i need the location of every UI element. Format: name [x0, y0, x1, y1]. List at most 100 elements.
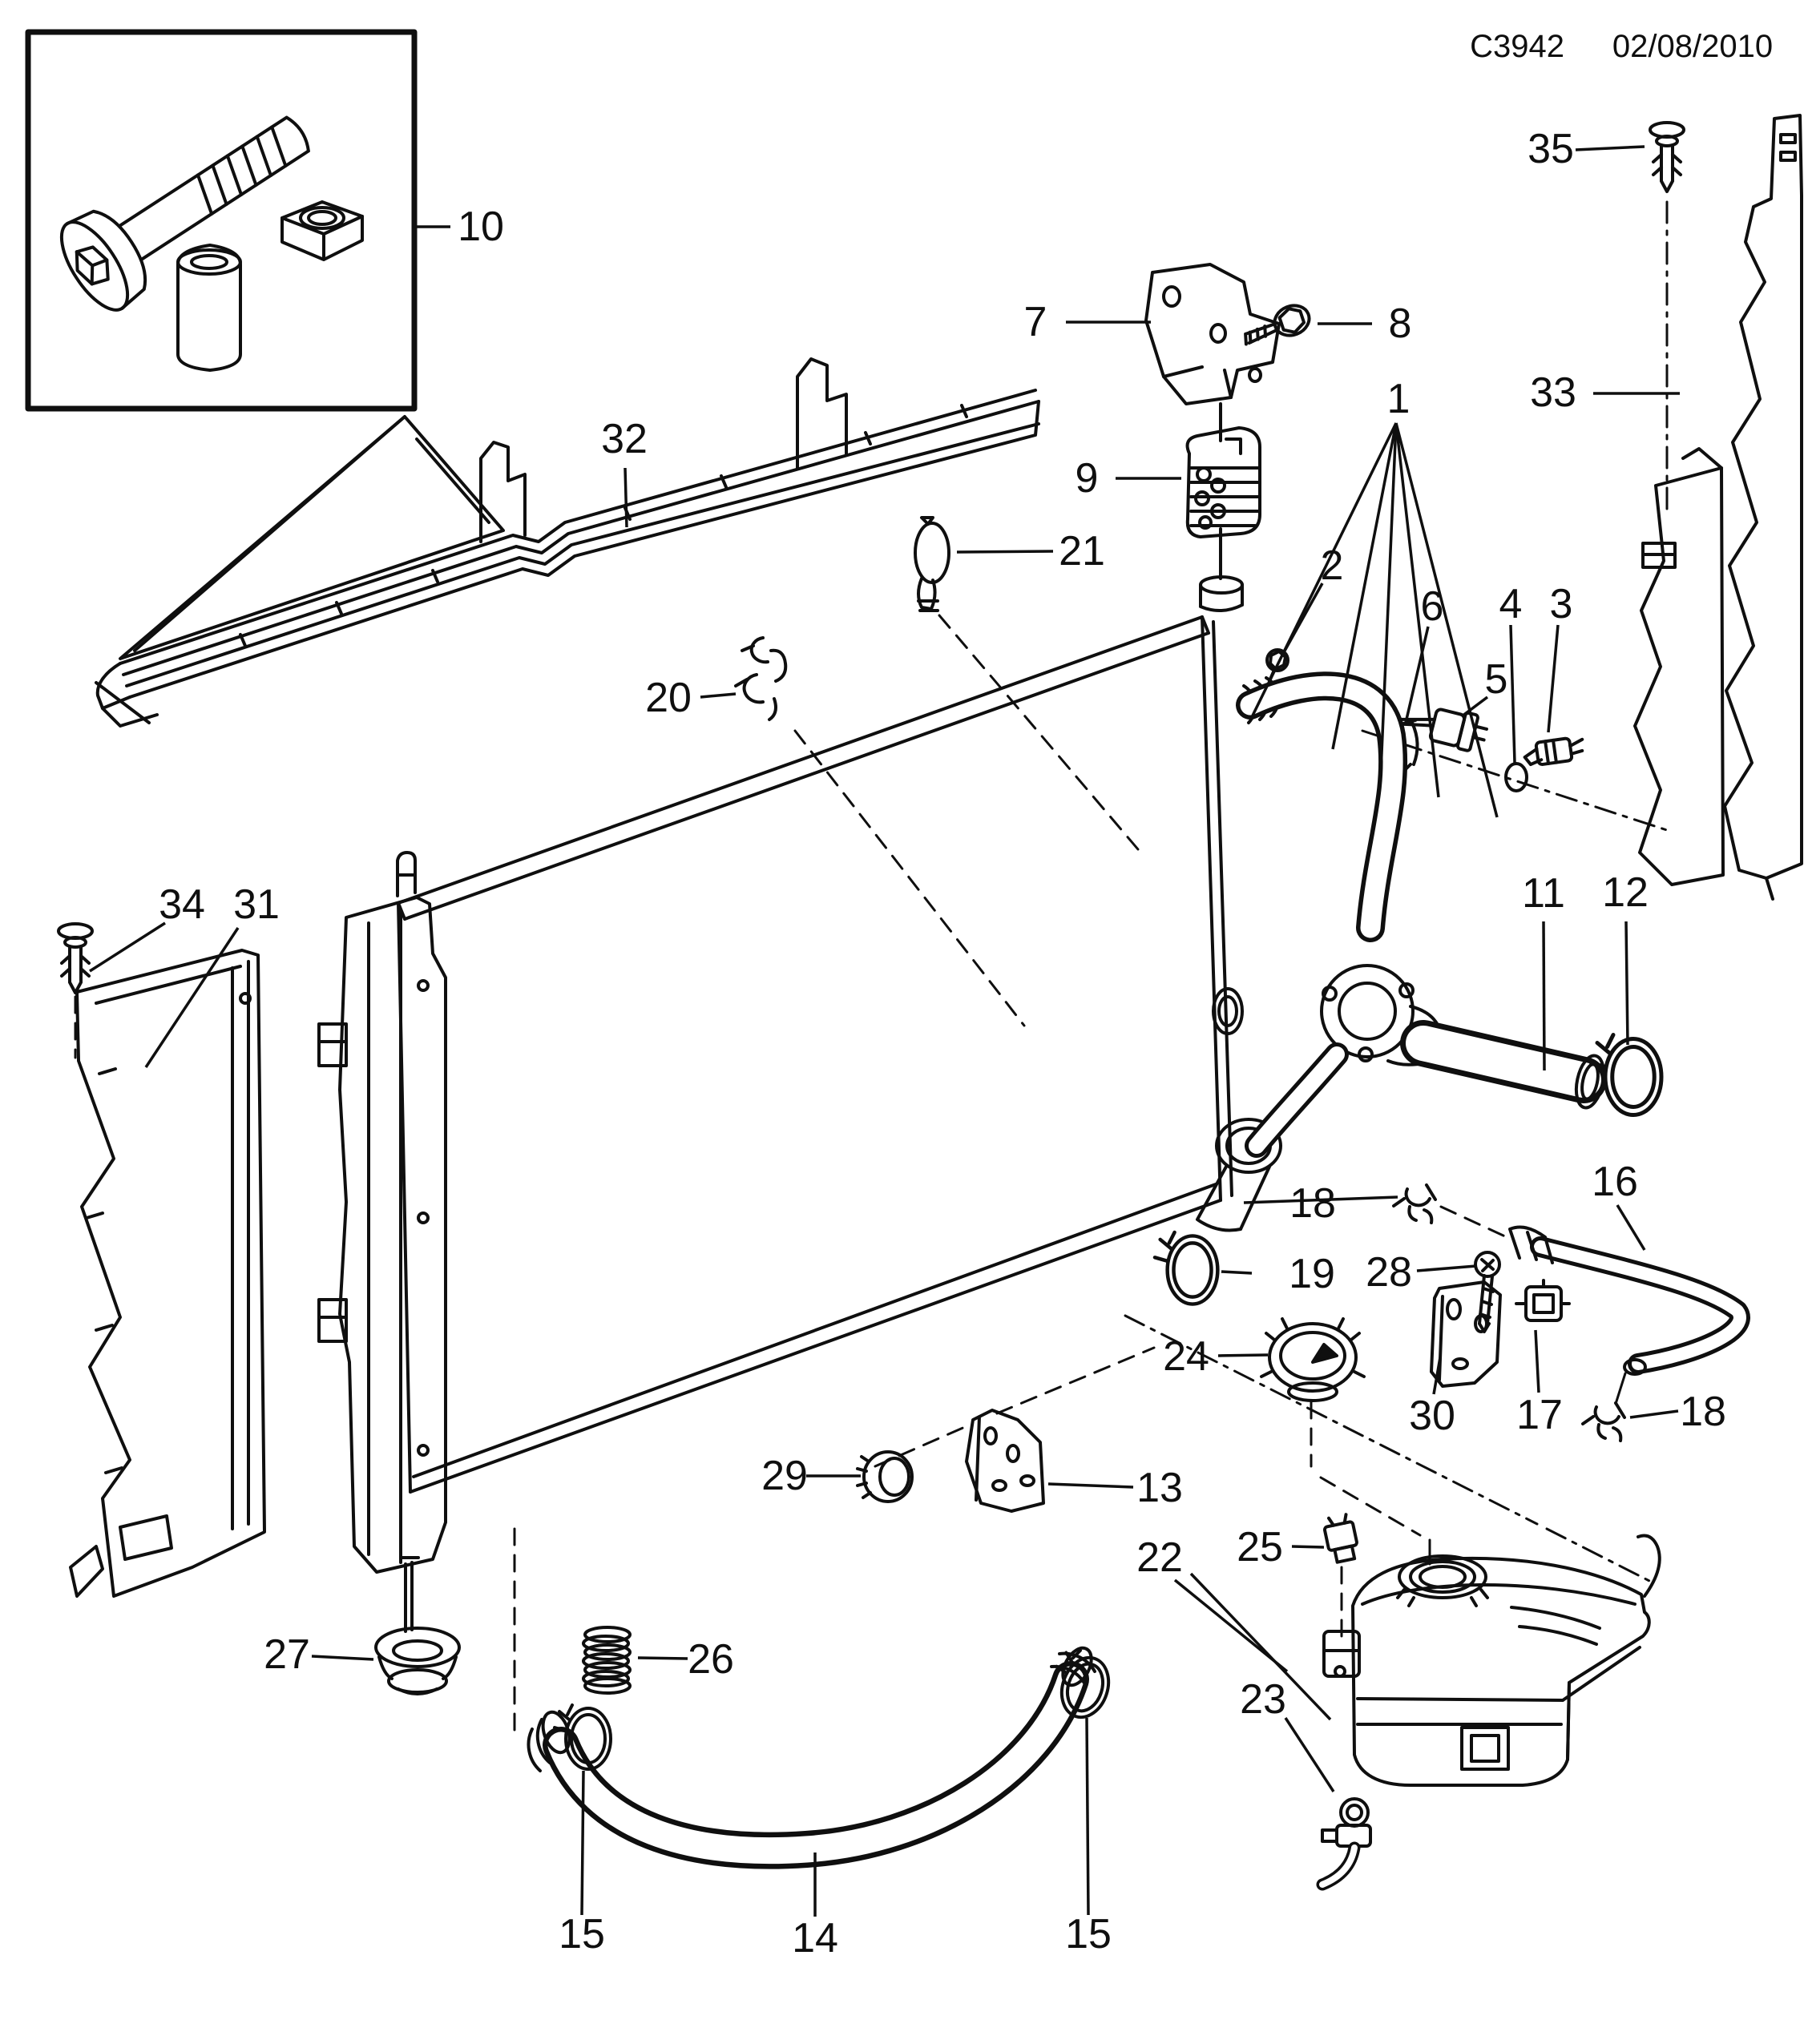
- clip-18-upper-icon: [1392, 1183, 1437, 1224]
- callout-30[interactable]: 30: [1409, 1393, 1455, 1439]
- callout-32[interactable]: 32: [601, 416, 648, 462]
- leader-15-right: [1085, 1717, 1090, 1916]
- grommet-29-icon: [856, 1450, 914, 1503]
- callout-17[interactable]: 17: [1516, 1392, 1563, 1438]
- clamp-19-icon: [1155, 1232, 1217, 1304]
- callout-31[interactable]: 31: [233, 881, 280, 928]
- leader-28: [1416, 1264, 1477, 1272]
- leader-18-upper: [1243, 1195, 1398, 1204]
- upper-hose-drawing: [1236, 671, 1661, 1158]
- left-shroud-drawing: [69, 949, 266, 1598]
- figure-date: 02/08/2010: [1612, 29, 1773, 64]
- leader-23: [1284, 1717, 1335, 1792]
- callout-27[interactable]: 27: [264, 1631, 310, 1678]
- lower-hose-drawing: [527, 1646, 1096, 1869]
- spacer-bushing-icon: [176, 244, 242, 372]
- callout-2[interactable]: 2: [1321, 542, 1344, 589]
- callout-12[interactable]: 12: [1602, 869, 1649, 916]
- clip-18-lower-icon: [1581, 1401, 1626, 1442]
- callout-26[interactable]: 26: [688, 1636, 734, 1683]
- leader-21: [956, 550, 1054, 554]
- callout-18-upper[interactable]: 18: [1289, 1180, 1336, 1227]
- leader-5: [1460, 695, 1489, 718]
- inset-hardware-box: [25, 29, 418, 412]
- right-deflector-drawing: [1633, 114, 1803, 901]
- callout-7[interactable]: 7: [1024, 299, 1047, 345]
- callout-5[interactable]: 5: [1485, 656, 1508, 703]
- callout-15-right[interactable]: 15: [1065, 1911, 1112, 1957]
- callout-14[interactable]: 14: [792, 1915, 838, 1961]
- callout-9[interactable]: 9: [1076, 455, 1099, 502]
- filler-cap-drawing: [1260, 1317, 1431, 1566]
- leader-1: [1331, 422, 1398, 750]
- bleed-hose-drawing: [1439, 1205, 1750, 1405]
- leader-13: [1047, 1482, 1134, 1489]
- callout-20[interactable]: 20: [645, 675, 692, 721]
- leader-27: [311, 1655, 374, 1661]
- square-nut-icon: [280, 200, 364, 261]
- callout-22[interactable]: 22: [1136, 1534, 1183, 1581]
- callout-29[interactable]: 29: [761, 1453, 808, 1499]
- leader-31: [144, 927, 240, 1068]
- callout-25[interactable]: 25: [1237, 1524, 1283, 1570]
- leader-1: [1394, 422, 1499, 818]
- tank-bracket-drawing: [1430, 1251, 1571, 1388]
- leader-16: [1616, 1204, 1646, 1251]
- sensor-parts-drawing: [1265, 648, 1673, 833]
- callout-6[interactable]: 6: [1421, 583, 1444, 630]
- rivet-35-icon: [1649, 121, 1685, 193]
- leader-2: [1282, 583, 1324, 653]
- callout-21[interactable]: 21: [1059, 528, 1105, 574]
- leader-25: [1291, 1545, 1325, 1549]
- leader-22: [1189, 1572, 1332, 1721]
- expansion-tank-drawing: [1322, 1534, 1661, 1787]
- leader-12: [1624, 921, 1629, 1046]
- callout-33[interactable]: 33: [1530, 369, 1576, 416]
- leader-20: [700, 692, 737, 699]
- callout-8[interactable]: 8: [1389, 300, 1412, 347]
- callout-13[interactable]: 13: [1136, 1465, 1183, 1511]
- leader-4: [1509, 624, 1516, 764]
- callout-15-left[interactable]: 15: [559, 1911, 605, 1957]
- figure-code: C3942: [1470, 29, 1564, 64]
- callout-10[interactable]: 10: [458, 204, 504, 250]
- drain-valve-drawing: [1316, 1797, 1372, 1891]
- callout-34[interactable]: 34: [159, 881, 205, 928]
- level-sensor-drawing: [1322, 1513, 1358, 1641]
- rubber-mount-drawing: [1185, 426, 1261, 538]
- radiator-left-tank-drawing: [317, 851, 447, 1633]
- leader-34: [89, 921, 166, 973]
- callout-1[interactable]: 1: [1387, 376, 1411, 422]
- upper-baffle-drawing: [95, 357, 1040, 728]
- callout-35[interactable]: 35: [1528, 126, 1574, 172]
- callout-23[interactable]: 23: [1240, 1676, 1286, 1723]
- callout-16[interactable]: 16: [1592, 1159, 1638, 1205]
- pushpin-34-icon: [57, 922, 94, 994]
- grommet-27-icon: [374, 1627, 461, 1695]
- callout-28[interactable]: 28: [1366, 1249, 1412, 1296]
- leader-1: [1394, 422, 1440, 798]
- leader-24: [1217, 1353, 1269, 1357]
- guide-lines: [513, 614, 1653, 1742]
- leader-35: [1575, 145, 1645, 151]
- radiator-drawing: [397, 575, 1282, 1494]
- callout-24[interactable]: 24: [1163, 1333, 1209, 1380]
- leader-6: [1404, 626, 1430, 724]
- coil-spring-26-icon: [582, 1626, 632, 1695]
- callout-3[interactable]: 3: [1550, 581, 1573, 627]
- callout-19[interactable]: 19: [1289, 1251, 1335, 1297]
- callout-18-lower[interactable]: 18: [1680, 1389, 1726, 1435]
- leader-3: [1547, 624, 1560, 733]
- leader-26: [637, 1656, 688, 1660]
- callout-4[interactable]: 4: [1499, 581, 1523, 627]
- lower-bracket-drawing: [965, 1409, 1045, 1513]
- callout-11[interactable]: 11: [1522, 870, 1565, 917]
- leader-15-left: [580, 1770, 585, 1916]
- leader-1: [1379, 422, 1398, 772]
- leader-18-lower: [1629, 1409, 1679, 1419]
- leader-17: [1534, 1329, 1540, 1393]
- leader-1: [1251, 422, 1398, 716]
